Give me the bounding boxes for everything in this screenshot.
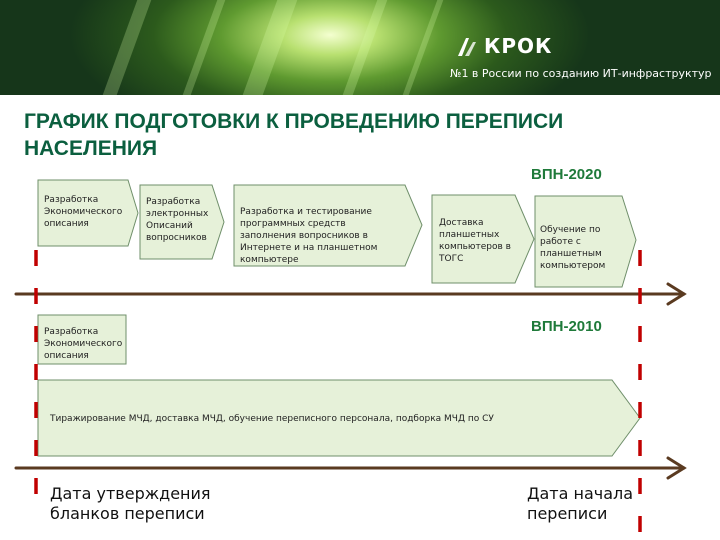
milestone-left-label: Дата утверждения бланков переписи [50,484,211,523]
stage-2020-electronic-questionnaires: Разработка электронных Описаний вопросни… [146,197,209,243]
croc-logo: КРОК №1 в России по созданию ИТ-инфрастр… [440,34,720,84]
stage-2020-economic-description: Разработка Экономического описания [44,195,123,229]
page-title: ГРАФИК ПОДГОТОВКИ К ПРОВЕДЕНИЮ ПЕРЕПИСИ … [24,110,564,160]
stage-2020-tablet-training: Обучение по работе с планшетным компьюте… [540,225,606,271]
vpn-2020-label: ВПН-2020 [531,166,602,183]
stage-2010-economic-description: Разработка Экономического описания [44,327,123,361]
timeline-2020-arrow-head [666,282,687,306]
logo-name: КРОК [484,34,553,58]
header-banner: КРОК №1 в России по созданию ИТ-инфрастр… [0,0,720,95]
timeline-2010-arrow-head [666,456,687,480]
logo-slogan: №1 в России по созданию ИТ-инфраструктур [450,67,712,80]
vpn-2010-label: ВПН-2010 [531,318,602,335]
stage-2020-tablet-delivery: Доставка планшетных компьютеров в ТОГС [439,218,511,264]
milestone-right-label: Дата начала переписи [527,484,634,523]
stage-2010-replication: Тиражирование МЧД, доставка МЧД, обучени… [50,414,494,424]
logo-mark-icon [458,38,476,56]
stage-2020-software-development: Разработка и тестирование программных ср… [240,207,378,265]
